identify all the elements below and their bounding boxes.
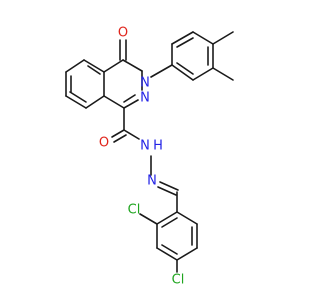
atom-label-hydrogen: H bbox=[153, 139, 163, 154]
bond-inner bbox=[176, 62, 194, 75]
atom-label-oxygen: O bbox=[99, 136, 109, 151]
atom-label-nitrogen: N bbox=[147, 174, 157, 189]
atom-label-chlorine: Cl bbox=[172, 273, 185, 288]
bond bbox=[156, 211, 178, 225]
molecule-structure: O N N O N H N Cl Cl bbox=[65, 26, 234, 288]
atom-label-nitrogen: N bbox=[140, 139, 150, 154]
bond bbox=[150, 64, 173, 78]
bond bbox=[139, 213, 158, 225]
bond bbox=[103, 95, 125, 109]
bond bbox=[83, 59, 105, 73]
bond bbox=[212, 31, 234, 45]
bond bbox=[159, 181, 179, 191]
bond bbox=[176, 211, 198, 225]
atom-label-oxygen: O bbox=[118, 26, 128, 41]
bond bbox=[171, 64, 194, 81]
bond-inner bbox=[161, 244, 178, 255]
bonds bbox=[65, 31, 234, 273]
bond bbox=[192, 67, 214, 81]
bond-inner bbox=[87, 65, 101, 75]
atom-label-nitrogen: N bbox=[140, 76, 150, 91]
bond bbox=[123, 94, 136, 103]
bond bbox=[123, 99, 139, 109]
bond-inner bbox=[69, 91, 87, 103]
bond bbox=[212, 67, 234, 81]
atom-label-nitrogen: N bbox=[140, 91, 150, 106]
bond bbox=[156, 247, 178, 261]
bond bbox=[113, 134, 127, 143]
bond bbox=[192, 31, 214, 45]
atom-label-chlorine: Cl bbox=[128, 203, 141, 218]
bond bbox=[176, 247, 198, 261]
bond bbox=[65, 95, 87, 109]
atom-labels: O N N O N H N Cl Cl bbox=[99, 26, 184, 288]
bond bbox=[103, 59, 124, 73]
bond bbox=[65, 59, 85, 73]
bond bbox=[85, 95, 105, 109]
bond-inner bbox=[161, 217, 178, 228]
bond bbox=[171, 31, 194, 45]
bond bbox=[111, 129, 125, 138]
bond bbox=[122, 59, 143, 72]
bond-inner bbox=[176, 37, 194, 48]
bond bbox=[157, 186, 177, 196]
bond bbox=[123, 129, 140, 140]
